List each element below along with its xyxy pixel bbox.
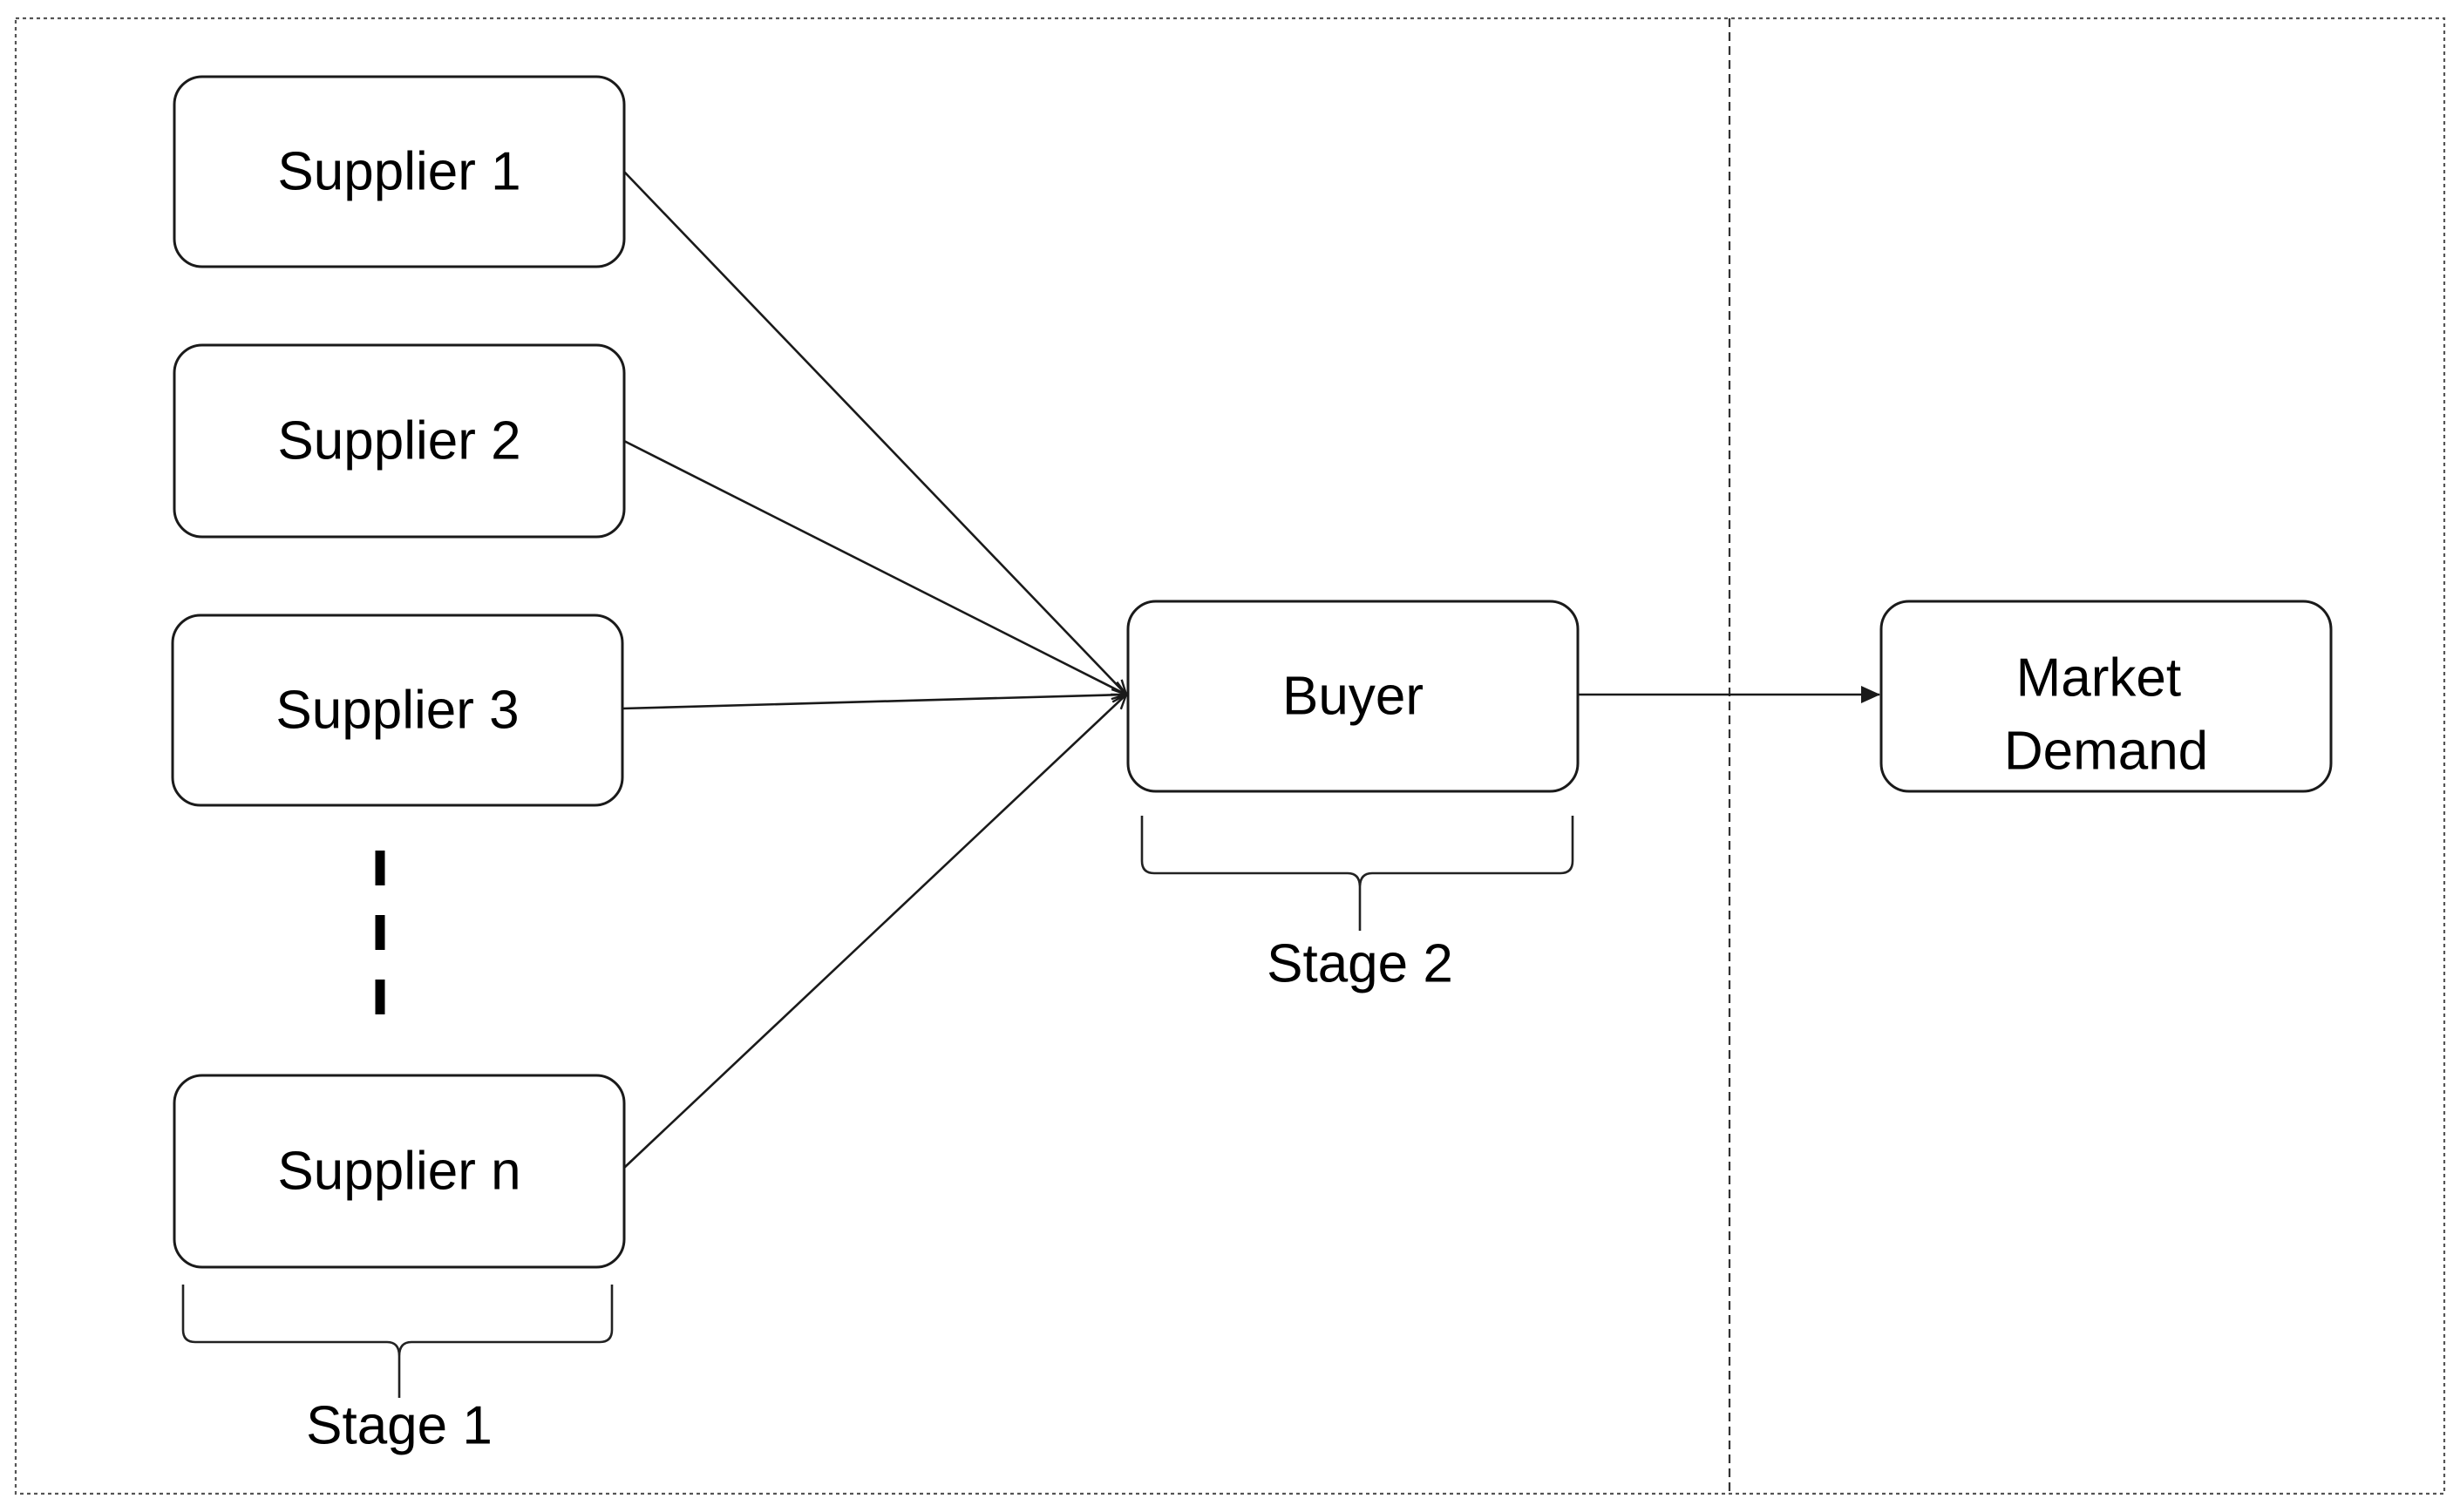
- edge-supplier-2-to-buyer: [623, 439, 1126, 695]
- outer-frame: [14, 17, 2446, 1495]
- supplier-3-node: Supplier 3: [171, 614, 624, 807]
- buyer-node: Buyer: [1126, 600, 1580, 793]
- supplier-3-label: Supplier 3: [275, 681, 519, 741]
- stage-2-brace: [1140, 816, 1574, 931]
- market-demand-node: Market Demand: [1879, 600, 2333, 793]
- market-demand-label: Market Demand: [2004, 630, 2208, 782]
- supplier-n-label: Supplier n: [277, 1142, 520, 1202]
- stage-1-label: Stage 1: [306, 1396, 493, 1456]
- edge-supplier-1-to-buyer: [623, 171, 1126, 695]
- edge-supplier-n-to-buyer: [623, 695, 1126, 1169]
- supplier-2-label: Supplier 2: [277, 411, 520, 471]
- supplier-1-node: Supplier 1: [173, 75, 626, 268]
- stage-2-label: Stage 2: [1267, 934, 1453, 994]
- buyer-label: Buyer: [1282, 667, 1424, 727]
- supplier-1-label: Supplier 1: [277, 142, 520, 202]
- market-demand-label-line-2: Demand: [2004, 722, 2208, 782]
- stage-1-brace: [181, 1285, 614, 1398]
- edge-supplier-3-to-buyer: [622, 695, 1126, 710]
- market-demand-label-line-1: Market: [2016, 648, 2181, 709]
- supplier-2-node: Supplier 2: [173, 343, 626, 539]
- supplier-n-node: Supplier n: [173, 1074, 626, 1269]
